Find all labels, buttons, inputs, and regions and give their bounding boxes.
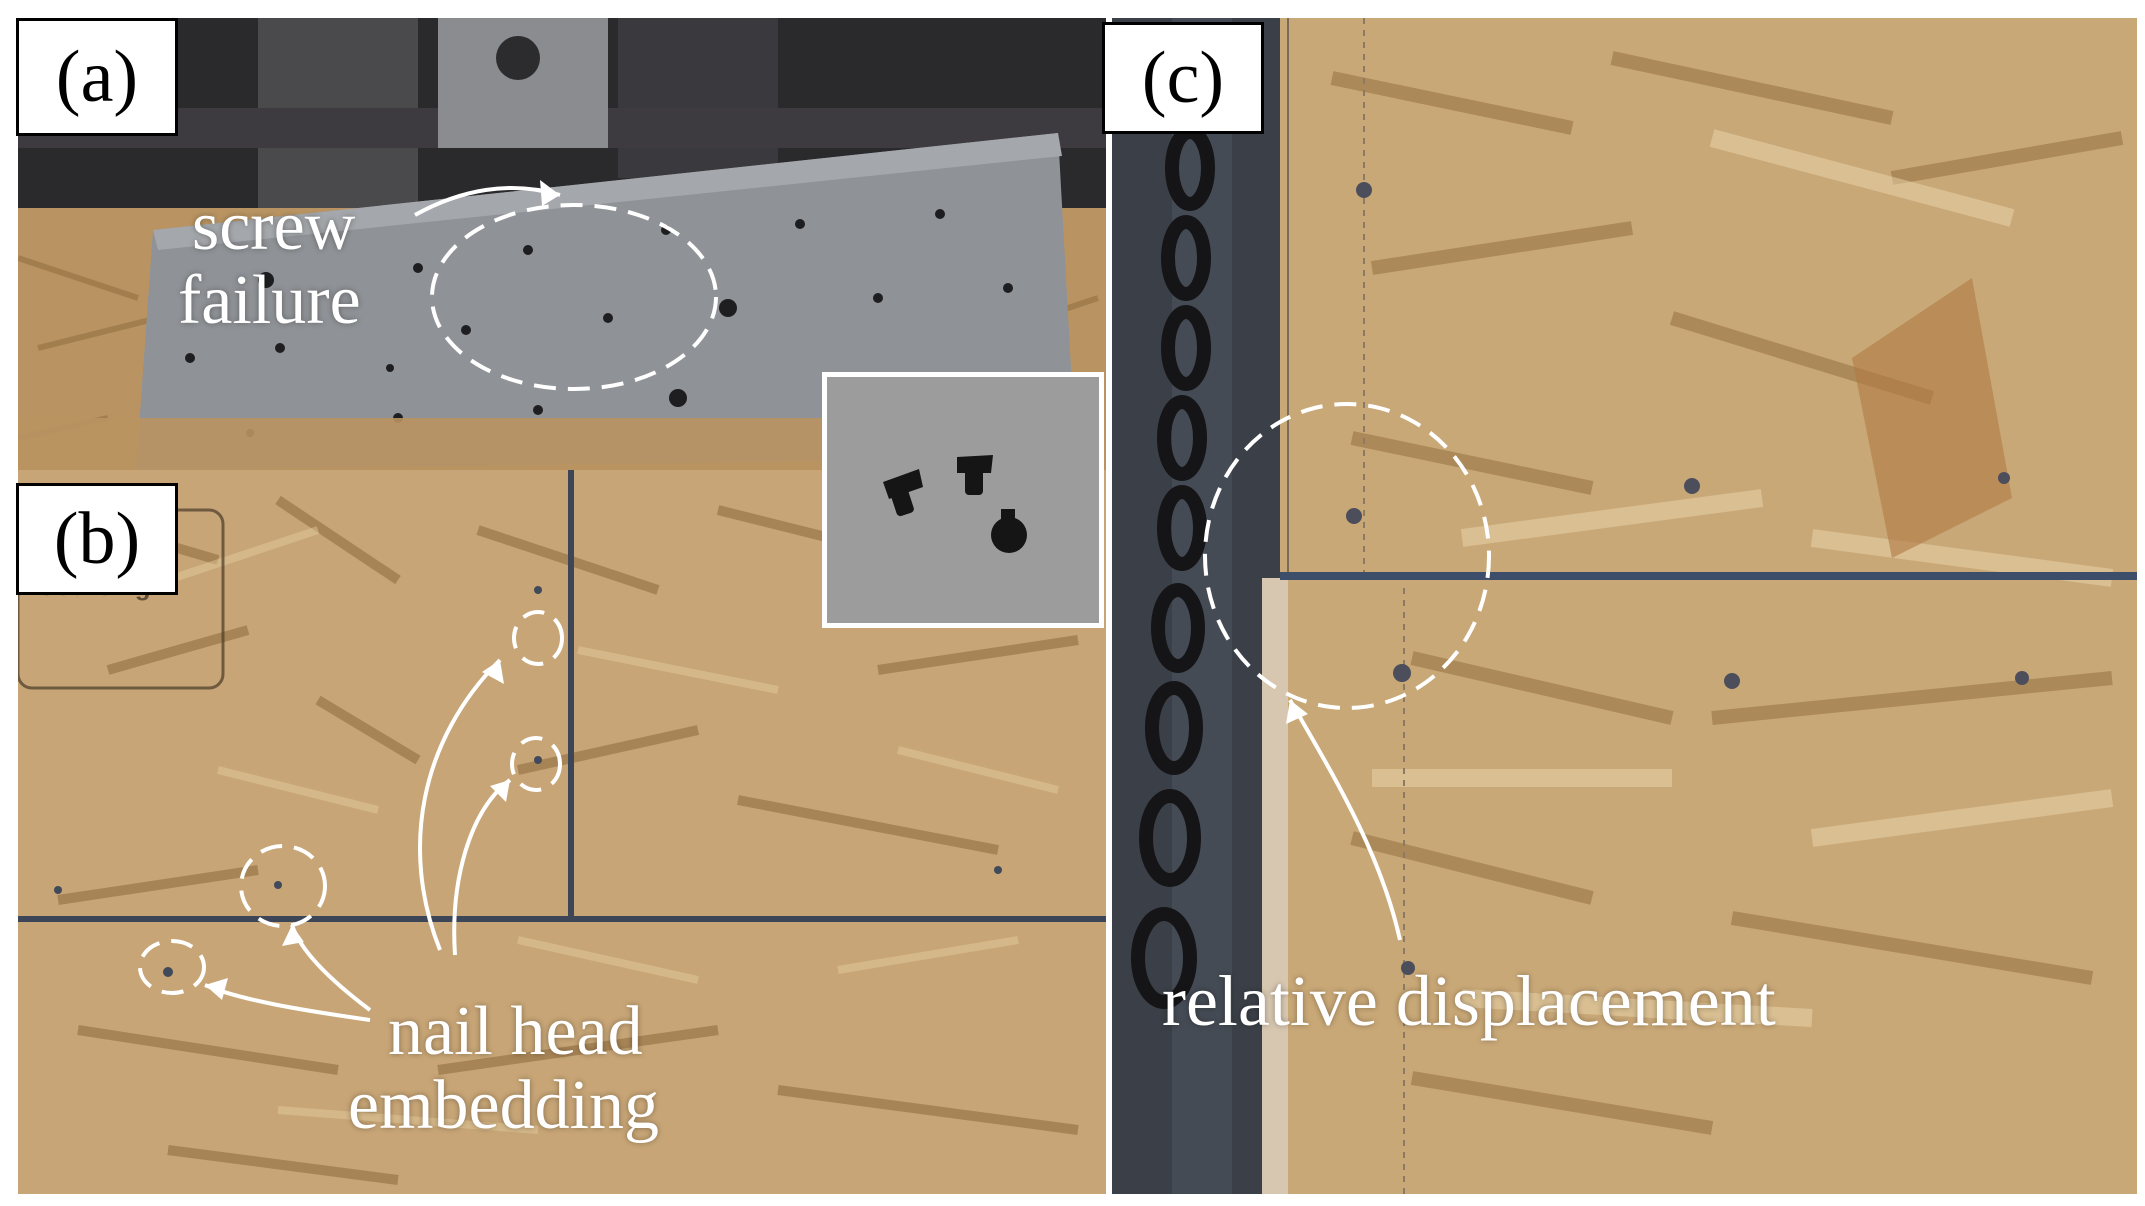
nail-head-embedding-annotation: nail head embedding xyxy=(348,995,659,1142)
panel-label-c: (c) xyxy=(1102,22,1264,134)
panel-c-photo xyxy=(1112,18,2137,1194)
panel-b-image: Sourcing xyxy=(18,470,1106,1194)
nail-head-line1: nail head xyxy=(388,993,643,1070)
screw-failure-line2: failure xyxy=(178,261,361,339)
panel-b-photo: Sourcing xyxy=(18,470,1106,1194)
screw-failure-annotation: screw failure xyxy=(178,190,361,337)
relative-displacement-annotation: relative displacement xyxy=(1162,961,1776,1041)
inset-screw-image xyxy=(827,377,1099,623)
failed-screws-graphic xyxy=(827,377,1099,623)
nail-head-line2: embedding xyxy=(348,1066,660,1144)
screw-failure-line1: screw xyxy=(192,188,356,265)
panel-label-b: (b) xyxy=(16,483,178,595)
panel-c-image xyxy=(1112,18,2137,1194)
inset-screw-photo xyxy=(822,372,1104,628)
panel-label-a: (a) xyxy=(16,18,178,136)
